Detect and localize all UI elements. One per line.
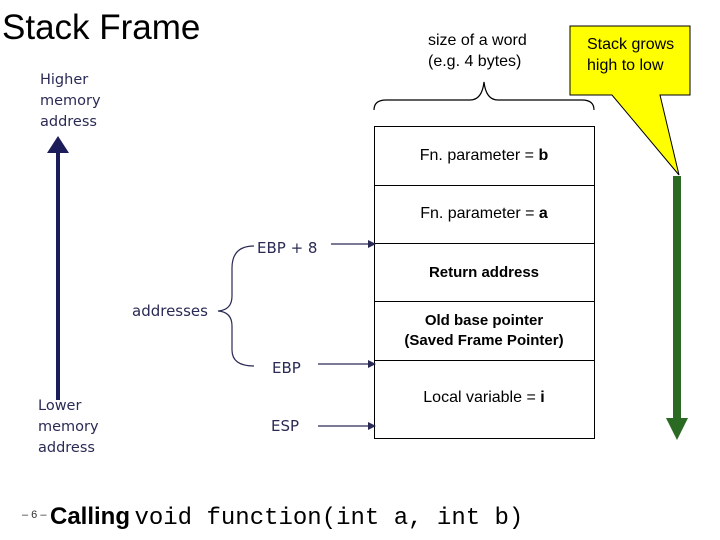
footer-code: void function(int a, int b) — [134, 505, 524, 532]
lower-memory-label: Lower memory address — [38, 396, 99, 459]
stack-growth-arrowhead — [666, 418, 688, 440]
stack-cell-old-base-pointer: Old base pointer (Saved Frame Pointer) — [374, 301, 594, 360]
word-size-line-2: (e.g. 4 bytes) — [428, 53, 522, 70]
cell-value: b — [538, 146, 549, 164]
ebp-plus-8-arrow — [331, 240, 376, 248]
esp-label: ESP — [271, 417, 300, 435]
footer-caption: Calling void function(int a, int b) — [50, 503, 523, 532]
ebp-plus-8-label: EBP + 8 — [257, 239, 318, 257]
lower-line-2: memory — [38, 419, 99, 435]
memory-axis-arrowhead — [47, 136, 69, 153]
word-size-label: size of a word (e.g. 4 bytes) — [428, 30, 527, 72]
word-size-brace — [373, 81, 595, 111]
word-size-line-1: size of a word — [428, 32, 527, 49]
cell-prefix: Local variable = — [423, 389, 541, 406]
higher-memory-label: Higher memory address — [40, 70, 101, 133]
esp-arrow — [318, 422, 376, 430]
stack-cell-param-a: Fn. parameter = a — [374, 185, 594, 243]
higher-line-3: address — [40, 114, 97, 130]
higher-line-2: memory — [40, 93, 101, 109]
lower-line-3: address — [38, 440, 95, 456]
higher-line-1: Higher — [40, 72, 89, 88]
ebp-label: EBP — [272, 359, 301, 377]
cell-prefix: Fn. parameter = — [420, 205, 539, 222]
stack-grows-callout — [569, 25, 691, 176]
footer-word: Calling — [50, 503, 131, 530]
lower-line-1: Lower — [38, 398, 82, 414]
stack-frame-table — [374, 126, 595, 439]
cell-prefix: Fn. parameter = — [419, 146, 539, 164]
page-title: Stack Frame — [2, 8, 201, 47]
cell-value: a — [538, 205, 548, 222]
stack-cell-return-address: Return address — [428, 263, 540, 281]
addresses-brace — [217, 245, 255, 367]
old-bp-line-2: (Saved Frame Pointer) — [404, 331, 564, 349]
page-number: – 6 – — [22, 509, 47, 521]
stack-grows-text: Stack grows high to low — [587, 34, 674, 76]
stack-cell-local-variable: Local variable = i — [374, 360, 594, 439]
cell-value: i — [540, 389, 545, 406]
addresses-label: addresses — [132, 302, 208, 320]
callout-line-2: high to low — [587, 57, 664, 74]
ebp-arrow — [318, 360, 376, 368]
stack-cell-param-b: Fn. parameter = b — [374, 126, 594, 185]
old-bp-line-1: Old base pointer — [424, 311, 544, 329]
callout-line-1: Stack grows — [587, 36, 675, 53]
